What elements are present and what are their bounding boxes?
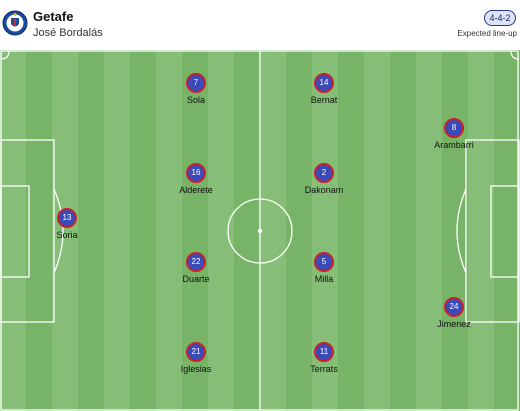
player-name: Dakonam [304,185,344,195]
player-jimenez[interactable]: 24 Jimenez [414,297,494,329]
expected-lineup-label: Expected line-up [457,29,517,38]
pitch: 13 Soria 7 Sola 16 Alderete 22 Duarte 21… [0,50,520,411]
player-name: Bernat [310,95,338,105]
getafe-crest-icon [2,10,28,36]
player-sola[interactable]: 7 Sola [156,73,236,105]
player-soria[interactable]: 13 Soria [27,208,107,240]
left-goal-box [0,185,30,278]
player-name: Duarte [182,274,210,284]
player-number-badge: 7 [186,73,206,93]
coach-name: José Bordalás [33,27,103,39]
formation-badge[interactable]: 4-4-2 [484,10,516,26]
player-name: Iglesias [180,364,212,374]
right-penalty-box [465,139,520,323]
player-terrats[interactable]: 11 Terrats [284,342,364,374]
center-spot [257,228,263,234]
player-name: Milla [314,274,334,284]
player-number-badge: 5 [314,252,334,272]
player-number-badge: 8 [444,118,464,138]
player-alderete[interactable]: 16 Alderete [156,163,236,195]
player-duarte[interactable]: 22 Duarte [156,252,236,284]
team-name: Getafe [33,9,74,24]
player-name: Arambarri [434,140,474,150]
lineup-header: Getafe José Bordalás 4-4-2 Expected line… [0,0,520,50]
corner-arc-tr [510,50,520,60]
corner-arc-tl [0,50,10,60]
left-penalty-arc [53,188,64,274]
player-number-badge: 11 [314,342,334,362]
player-name: Soria [56,230,78,240]
player-number-badge: 16 [186,163,206,183]
pitch-markings [0,50,520,411]
player-iglesias[interactable]: 21 Iglesias [156,342,236,374]
player-name: Alderete [179,185,213,195]
player-number-badge: 14 [314,73,334,93]
player-name: Terrats [310,364,338,374]
player-bernat[interactable]: 14 Bernat [284,73,364,105]
right-goal-box [490,185,520,278]
player-number-badge: 2 [314,163,334,183]
player-arambarri[interactable]: 8 Arambarri [414,118,494,150]
player-name: Sola [186,95,205,105]
player-number-badge: 22 [186,252,206,272]
player-number-badge: 21 [186,342,206,362]
player-number-badge: 13 [57,208,77,228]
player-number-badge: 24 [444,297,464,317]
center-circle [227,198,293,264]
player-name: Jimenez [437,319,471,329]
right-penalty-arc [456,188,467,274]
player-milla[interactable]: 5 Milla [284,252,364,284]
player-dakonam[interactable]: 2 Dakonam [284,163,364,195]
